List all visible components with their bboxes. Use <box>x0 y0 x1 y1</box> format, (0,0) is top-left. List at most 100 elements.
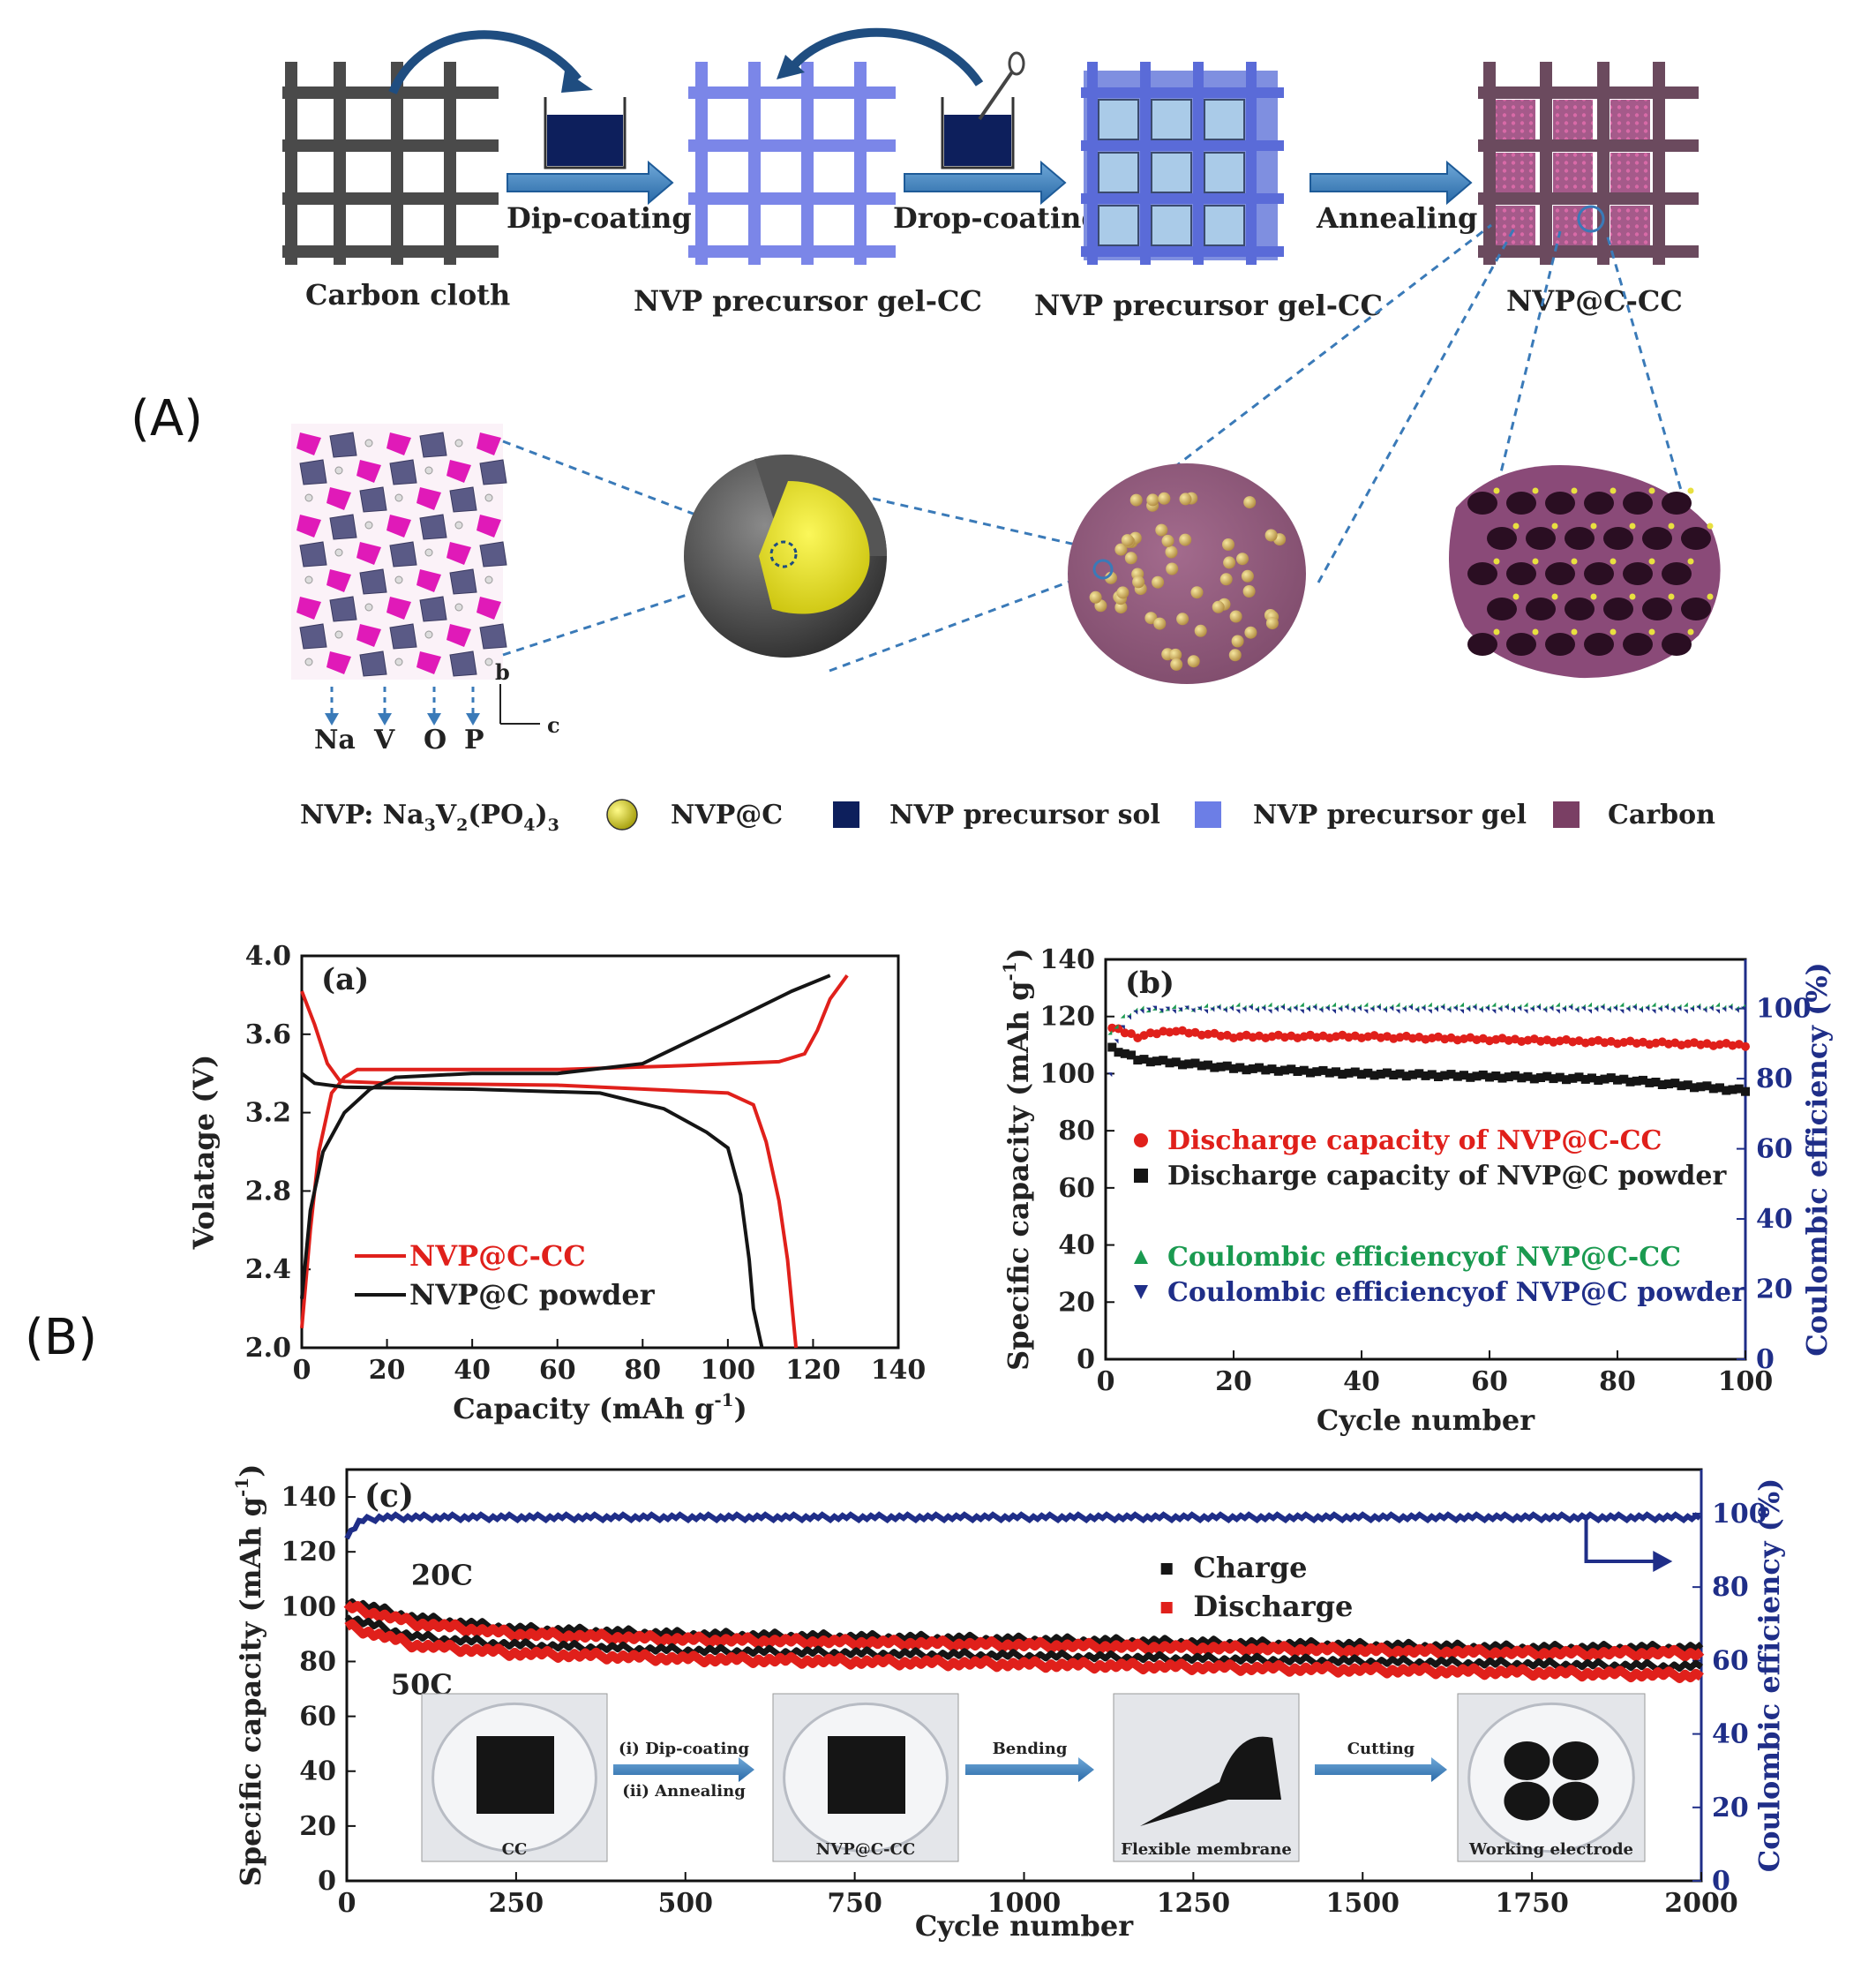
coulombic-efficiency-line <box>344 1511 1702 1540</box>
pore-particle <box>1532 487 1539 494</box>
nvpc-particle <box>1114 601 1128 614</box>
series-3-point <box>1466 1007 1471 1012</box>
nvpc-particle <box>1124 552 1137 565</box>
electrode-disc <box>1504 1741 1550 1780</box>
series-3-point <box>1574 1008 1580 1013</box>
series-1-point <box>1555 1072 1565 1082</box>
series-1-point <box>1613 1075 1622 1085</box>
series-1-point <box>1204 1060 1212 1070</box>
x-tick-label: 2000 <box>1664 1888 1738 1919</box>
series-1-point <box>1350 1067 1360 1077</box>
legend-label: Coulombic efficiencyof NVP@C powder <box>1167 1277 1746 1308</box>
x-tick-label: 100 <box>701 1355 756 1386</box>
x-tick-label: 120 <box>785 1355 841 1386</box>
legend-label: Discharge capacity of NVP@C powder <box>1167 1161 1727 1192</box>
y2-tick-label: 60 <box>1712 1645 1749 1676</box>
series-1-point <box>1171 1057 1181 1067</box>
nvpc-particle <box>1265 617 1279 630</box>
nvpc-particle <box>1187 655 1200 668</box>
atom-na-41 <box>484 575 493 584</box>
petri-dish <box>1467 1702 1635 1853</box>
inset-arrow-label: Bending <box>993 1740 1068 1758</box>
step-carbon-cloth: Carbon cloth <box>305 278 510 312</box>
x-tick-label: 750 <box>827 1888 882 1919</box>
series-1-point <box>1299 1065 1309 1075</box>
series-3-point <box>1114 1039 1119 1044</box>
legend-formula: NVP: Na3V2(PO4)3 <box>300 800 559 835</box>
pore <box>1467 633 1497 656</box>
series-1-point <box>1401 1071 1411 1081</box>
electrode-disc <box>1552 1781 1599 1821</box>
series-1-point <box>1357 1070 1366 1079</box>
polyhedron-v-25 <box>419 514 447 540</box>
y2-tick-label: 20 <box>1756 1274 1793 1305</box>
polyhedron-p-60 <box>416 651 441 674</box>
series-1-point <box>1280 1065 1289 1075</box>
series-3-point <box>1165 1006 1170 1011</box>
series-2-point <box>1555 1002 1560 1007</box>
pore-particle <box>1668 593 1675 600</box>
series-3-point <box>1568 1005 1573 1011</box>
atom-na-11 <box>424 466 433 475</box>
x-axis-label: Capacity (mAh g-1) <box>453 1389 747 1425</box>
pore <box>1584 562 1614 585</box>
legend-label: Coulombic efficiencyof NVP@C-CC <box>1167 1242 1681 1273</box>
pore-particle <box>1610 487 1617 494</box>
series-1-point <box>1344 1068 1354 1078</box>
nvpc-particle <box>1223 556 1236 569</box>
y-tick-label: 100 <box>281 1591 336 1622</box>
series-1-point <box>1446 1070 1456 1079</box>
series-1-point <box>1338 1070 1347 1079</box>
nvpc-particle <box>1153 617 1167 630</box>
polyhedron-p-3 <box>386 432 411 455</box>
legend-carbon-swatch <box>1553 801 1580 828</box>
atom-na-47 <box>454 603 463 612</box>
series-1-point <box>1485 1072 1494 1082</box>
pore <box>1487 598 1517 620</box>
polyhedron-p-0 <box>296 432 321 455</box>
x-tick-label: 0 <box>1097 1366 1115 1397</box>
polyhedron-p-57 <box>326 651 351 674</box>
series-3-point <box>1683 1009 1688 1014</box>
x-tick-label: 0 <box>338 1888 356 1919</box>
nvpc-particle <box>1179 533 1192 546</box>
x-tick-label: 20 <box>369 1355 406 1386</box>
pore <box>1623 633 1653 656</box>
series-line-1 <box>300 974 831 1299</box>
pore-particle <box>1493 558 1500 565</box>
series-3-point <box>1222 1008 1227 1013</box>
series-3-point <box>1491 1009 1497 1014</box>
cloth-sample <box>477 1736 554 1814</box>
series-3-point <box>1312 1005 1317 1011</box>
y2-tick-label: 100 <box>1756 994 1812 1025</box>
series-3-point <box>1357 1006 1362 1011</box>
legend-gel-swatch <box>1195 801 1221 828</box>
series-3-point <box>1657 1007 1662 1012</box>
y-tick-label: 60 <box>1058 1173 1095 1204</box>
cloth-sample <box>828 1736 905 1814</box>
series-2-point <box>1204 1003 1209 1008</box>
series-line-0 <box>300 990 799 1349</box>
y2-tick-label: 20 <box>1712 1793 1749 1823</box>
pore <box>1487 527 1517 550</box>
polyhedron-p-9 <box>356 460 381 483</box>
series-3-point <box>1702 1008 1707 1013</box>
series-1-point <box>1657 1080 1667 1089</box>
pore <box>1584 492 1614 515</box>
pore <box>1526 527 1556 550</box>
series-1-point <box>1497 1073 1507 1083</box>
series-3-point <box>1216 1005 1221 1011</box>
y2-axis-label: Coulombic efficiency (%) <box>1752 1478 1786 1873</box>
series-3-point <box>1197 1006 1202 1011</box>
x-tick-label: 140 <box>871 1355 927 1386</box>
series-3-point <box>1645 1006 1650 1011</box>
y2-tick-label: 100 <box>1712 1499 1767 1530</box>
atom-na-17 <box>394 493 403 502</box>
series-3-point <box>1427 1009 1432 1014</box>
y2-tick-label: 40 <box>1756 1204 1793 1235</box>
series-1-point <box>1389 1071 1399 1079</box>
series-2-point <box>1171 1004 1176 1010</box>
pore-particle <box>1610 558 1617 565</box>
x-tick-label: 250 <box>489 1888 544 1919</box>
